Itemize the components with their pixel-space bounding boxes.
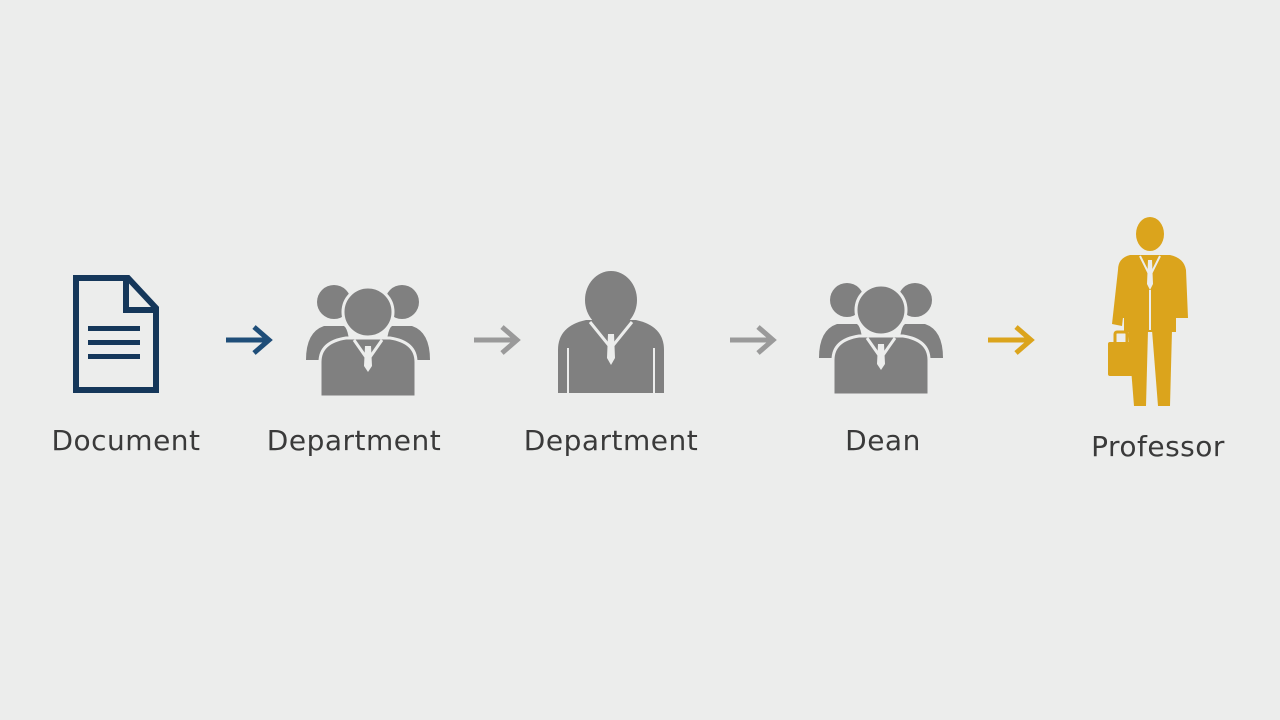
arrow-right-icon [730,325,777,355]
professor-icon [1108,217,1188,406]
step-label-document: Document [51,424,201,457]
arrow-right-icon [226,325,273,355]
document-icon [73,275,159,393]
arrow-right-icon [988,325,1035,355]
step-label-department-1: Department [266,424,442,457]
group-icon [819,283,943,396]
group-icon [306,285,430,398]
step-label-professor: Professor [1091,430,1225,463]
step-label-dean: Dean [845,424,921,457]
step-label-department-2: Department [523,424,699,457]
arrow-right-icon [474,325,521,355]
person-icon [558,271,664,393]
